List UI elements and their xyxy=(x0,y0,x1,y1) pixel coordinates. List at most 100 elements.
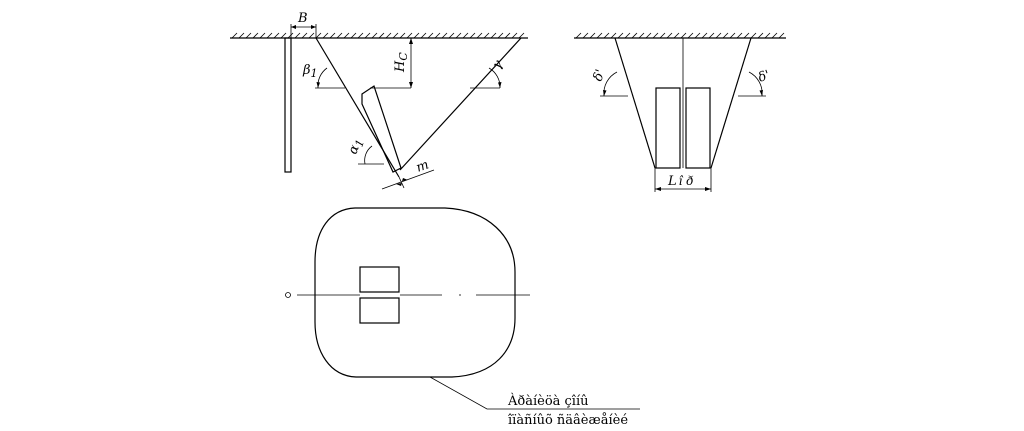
ground-hatch-tick xyxy=(708,32,715,39)
ground-hatch-tick xyxy=(596,32,603,39)
ground-hatch-tick xyxy=(729,32,736,39)
ground-hatch-tick xyxy=(399,32,406,39)
ground-hatch-tick xyxy=(343,32,350,39)
ground-hatch-tick xyxy=(448,32,455,39)
ground-hatch-tick xyxy=(687,32,694,39)
ground-hatch-tick xyxy=(350,32,357,39)
gamma-arrow xyxy=(498,82,502,88)
plan-pillar-bottom xyxy=(359,297,400,324)
right-view-right-boundary xyxy=(710,37,752,169)
ground-hatch-tick xyxy=(497,32,504,39)
ground-hatch-tick xyxy=(287,32,294,39)
ground-hatch-tick xyxy=(357,32,364,39)
ground-hatch-tick xyxy=(582,32,589,39)
ground-hatch-tick xyxy=(764,32,771,39)
ground-hatch-tick xyxy=(455,32,462,39)
ground-hatch-tick xyxy=(371,32,378,39)
ground-hatch-tick xyxy=(673,32,680,39)
label-m: m xyxy=(414,157,431,175)
ground-hatch-tick xyxy=(280,32,287,39)
ground-hatch-tick xyxy=(771,32,778,39)
label-alpha: α1 xyxy=(346,136,367,157)
caption-line-2: îïàñíûõ ñäâèæåíèé xyxy=(508,412,628,428)
b-arrows xyxy=(291,25,316,29)
left-pillar xyxy=(655,87,681,169)
ground-hatch-tick xyxy=(392,32,399,39)
ground-hatch-tick xyxy=(329,32,336,39)
delta-right-arrow xyxy=(759,90,763,96)
ground-hatch-tick xyxy=(427,32,434,39)
label-hc: HC xyxy=(393,52,410,73)
ground-hatch-tick xyxy=(504,32,511,39)
ground-hatch-tick xyxy=(301,32,308,39)
ground-hatch-tick xyxy=(413,32,420,39)
ground-hatch-right xyxy=(575,32,785,39)
left-section-view: B HC β1 γ α1 m xyxy=(230,11,528,190)
vertical-shaft xyxy=(284,37,292,173)
ground-hatch-tick xyxy=(259,32,266,39)
label-beta: β1 xyxy=(302,63,318,80)
beta-arc xyxy=(317,67,328,89)
ground-hatch-tick xyxy=(469,32,476,39)
ground-hatch-tick xyxy=(252,32,259,39)
ground-hatch-tick xyxy=(603,32,610,39)
ground-hatch-tick xyxy=(575,32,582,39)
axis-circle-marker xyxy=(285,292,291,298)
beta-arrow xyxy=(316,82,320,88)
ground-hatch-tick xyxy=(476,32,483,39)
ground-hatch-tick xyxy=(483,32,490,39)
delta-left-arrow xyxy=(603,90,607,96)
hc-arrows xyxy=(409,38,413,88)
m-tick xyxy=(398,176,405,189)
ground-hatch-tick xyxy=(406,32,413,39)
ground-hatch-tick xyxy=(364,32,371,39)
ground-hatch-tick xyxy=(701,32,708,39)
ground-hatch-tick xyxy=(750,32,757,39)
ground-hatch-tick xyxy=(518,32,525,39)
ground-hatch-tick xyxy=(266,32,273,39)
label-delta-right: δ' xyxy=(756,68,772,86)
right-view-left-boundary xyxy=(614,37,656,169)
ground-hatch-tick xyxy=(757,32,764,39)
ground-hatch-tick xyxy=(434,32,441,39)
ground-hatch-tick xyxy=(315,32,322,39)
l-arrows xyxy=(655,187,711,191)
right-boundary-line xyxy=(399,37,522,171)
plan-pillar-top xyxy=(359,266,400,293)
m-arrows xyxy=(396,178,408,186)
ground-hatch-tick xyxy=(245,32,252,39)
ground-hatch-tick xyxy=(652,32,659,39)
ground-hatch-tick xyxy=(778,32,785,39)
alpha-arc xyxy=(364,145,373,165)
ground-hatch-tick xyxy=(715,32,722,39)
ground-hatch-tick xyxy=(645,32,652,39)
caption-line-1: Àðàíèöà çîíû xyxy=(507,393,589,409)
inclined-ore-body xyxy=(361,85,402,173)
m-dim-line xyxy=(381,169,435,190)
right-pillar xyxy=(685,87,711,169)
danger-zone-outline xyxy=(314,207,516,378)
ground-hatch-tick xyxy=(420,32,427,39)
ground-hatch-tick xyxy=(273,32,280,39)
ground-hatch-tick xyxy=(743,32,750,39)
ground-hatch-tick xyxy=(378,32,385,39)
ground-hatch-tick xyxy=(610,32,617,39)
ground-hatch-tick xyxy=(722,32,729,39)
ground-hatch-tick xyxy=(308,32,315,39)
ground-hatch-tick xyxy=(631,32,638,39)
ground-hatch-tick xyxy=(659,32,666,39)
ground-hatch-tick xyxy=(617,32,624,39)
ground-hatch-tick xyxy=(736,32,743,39)
ground-hatch-tick xyxy=(238,32,245,39)
ground-hatch-tick xyxy=(589,32,596,39)
ground-hatch-tick xyxy=(294,32,301,39)
ground-hatch-tick xyxy=(462,32,469,39)
ground-hatch-tick xyxy=(694,32,701,39)
ground-hatch-tick xyxy=(322,32,329,39)
label-b: B xyxy=(297,11,308,26)
ground-hatch-tick xyxy=(511,32,518,39)
